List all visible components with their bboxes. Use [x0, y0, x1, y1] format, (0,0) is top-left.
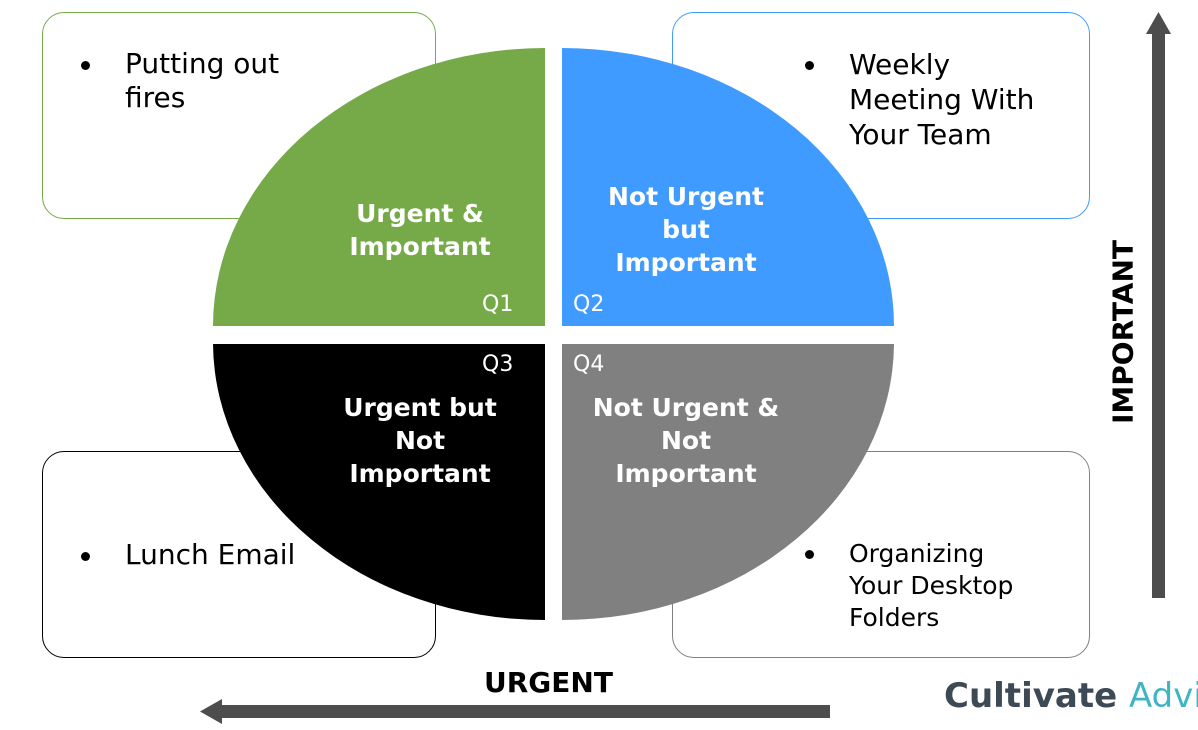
quadrant-q1-shape [213, 48, 545, 326]
quadrant-q2-title: Not Urgent but Important [608, 182, 764, 277]
example-text-q3-line1: Lunch Email [125, 538, 296, 571]
quadrant-q4-label: Q4 [573, 352, 605, 377]
example-text-q4-line3: Folders [849, 603, 940, 632]
example-text-q2-line2: Meeting With [849, 83, 1035, 116]
example-text-q1-line1: Putting out [125, 47, 280, 80]
example-text-q4-line2: Your Desktop [849, 571, 1014, 600]
bullet-icon [805, 550, 814, 559]
quadrant-q3-title: Urgent but Not Important [343, 393, 497, 488]
brand-text-dark: Cultivate [944, 676, 1118, 716]
vertical-arrow-head [1146, 12, 1171, 34]
brand-logo: Cultivate Advi [944, 676, 1198, 716]
quadrant-q2-shape [562, 48, 894, 326]
quadrant-q3-label: Q3 [482, 352, 514, 377]
quadrant-q1-title: Urgent & Important [349, 199, 491, 261]
quadrant-q3-shape [213, 344, 545, 620]
horizontal-arrow-icon [200, 699, 830, 724]
example-text-q1-line2: fires [125, 81, 186, 114]
axis-label-urgent: URGENT [484, 666, 613, 699]
brand-text-accent: Advi [1128, 676, 1198, 716]
horizontal-arrow-shaft [220, 705, 830, 718]
bullet-icon [81, 61, 90, 70]
vertical-arrow-shaft [1152, 32, 1165, 598]
horizontal-arrow-head [200, 699, 222, 724]
example-item-q2: Weekly Meeting With Your Team [805, 47, 1035, 152]
axis-label-important: IMPORTANT [1106, 239, 1140, 425]
quadrant-q4-title: Not Urgent & Not Important [592, 393, 780, 488]
quadrant-q4-shape [562, 344, 894, 621]
example-item-q3: Lunch Email [81, 538, 296, 572]
example-text-q2-line1: Weekly [849, 48, 951, 81]
quadrant-q1-label: Q1 [482, 292, 514, 317]
bullet-icon [805, 61, 814, 70]
quadrant-q2-label: Q2 [573, 292, 605, 317]
vertical-arrow-icon [1146, 12, 1171, 598]
example-item-q1: Putting out fires [81, 47, 280, 115]
example-text-q2-line3: Your Team [849, 118, 992, 151]
example-item-q4: Organizing Your Desktop Folders [805, 538, 1014, 634]
bullet-icon [81, 552, 90, 561]
example-text-q4-line1: Organizing [849, 539, 985, 568]
